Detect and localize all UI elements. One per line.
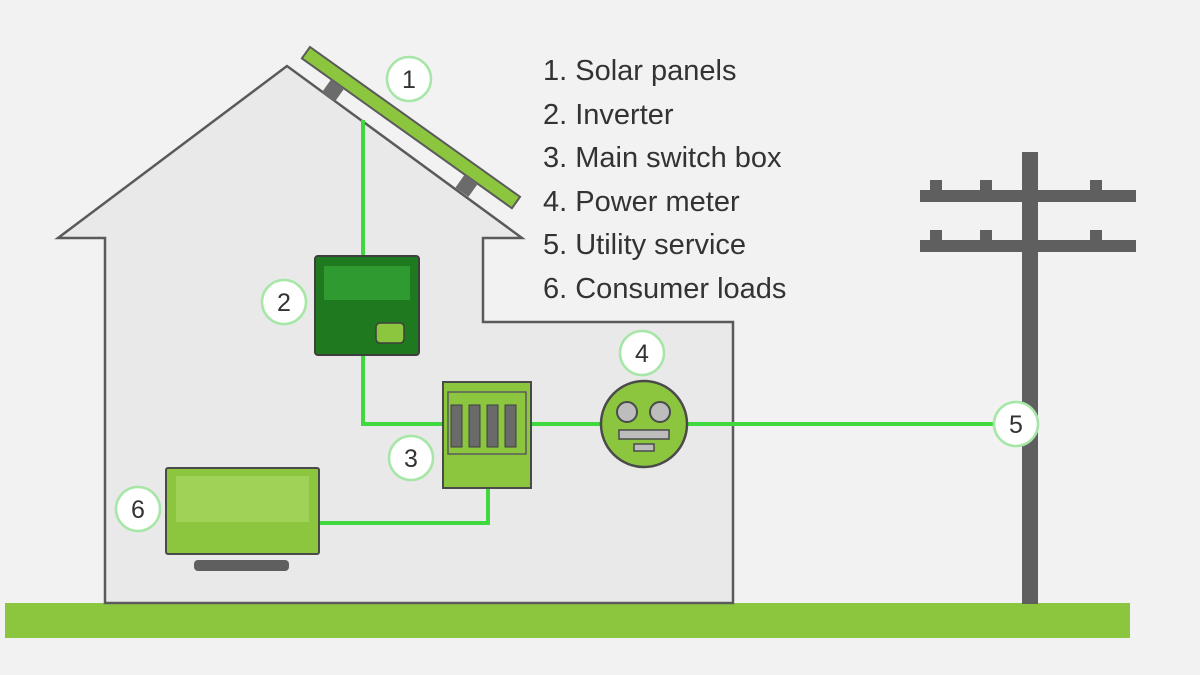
- inverter: [314, 255, 420, 356]
- badge-main-switch-box-label: 3: [404, 445, 418, 473]
- legend-item-consumer-loads: 6. Consumer loads: [543, 272, 787, 305]
- legend-item-utility-service: 5. Utility service: [543, 229, 747, 261]
- legend-item-power-meter: 4. Power meter: [543, 185, 740, 218]
- badge-solar-panels: 1: [385, 55, 433, 103]
- wire-switchbox-to-loads: [318, 488, 490, 525]
- utility-pole: [920, 152, 1136, 604]
- legend-item-main-switch-box: 3. Main switch box: [543, 142, 782, 174]
- badge-main-switch-box: 3: [387, 434, 435, 482]
- legend-item-solar-panels: 1. Solar panels: [543, 55, 737, 87]
- consumer-loads-tv: [165, 467, 320, 571]
- badge-power-meter: 4: [618, 329, 666, 377]
- badge-utility-service-label: 5: [1009, 411, 1023, 439]
- legend-item-inverter: 2. Inverter: [543, 98, 674, 131]
- badge-solar-panels-label: 1: [402, 66, 416, 94]
- solar-panel: [300, 45, 522, 210]
- ground: [5, 603, 1130, 638]
- badge-utility-service: 5: [992, 400, 1040, 448]
- badge-inverter: 2: [260, 278, 308, 326]
- legend: 1. Solar panels 2. Inverter 3. Main swit…: [543, 50, 786, 311]
- badge-inverter-label: 2: [277, 289, 291, 317]
- badge-consumer-loads: 6: [114, 485, 162, 533]
- wire-inverter-to-switchbox: [361, 354, 444, 426]
- main-switch-box: [442, 381, 532, 489]
- badge-power-meter-label: 4: [635, 340, 649, 368]
- power-meter: [599, 379, 689, 469]
- badge-consumer-loads-label: 6: [131, 496, 145, 524]
- wiring: [318, 120, 1030, 525]
